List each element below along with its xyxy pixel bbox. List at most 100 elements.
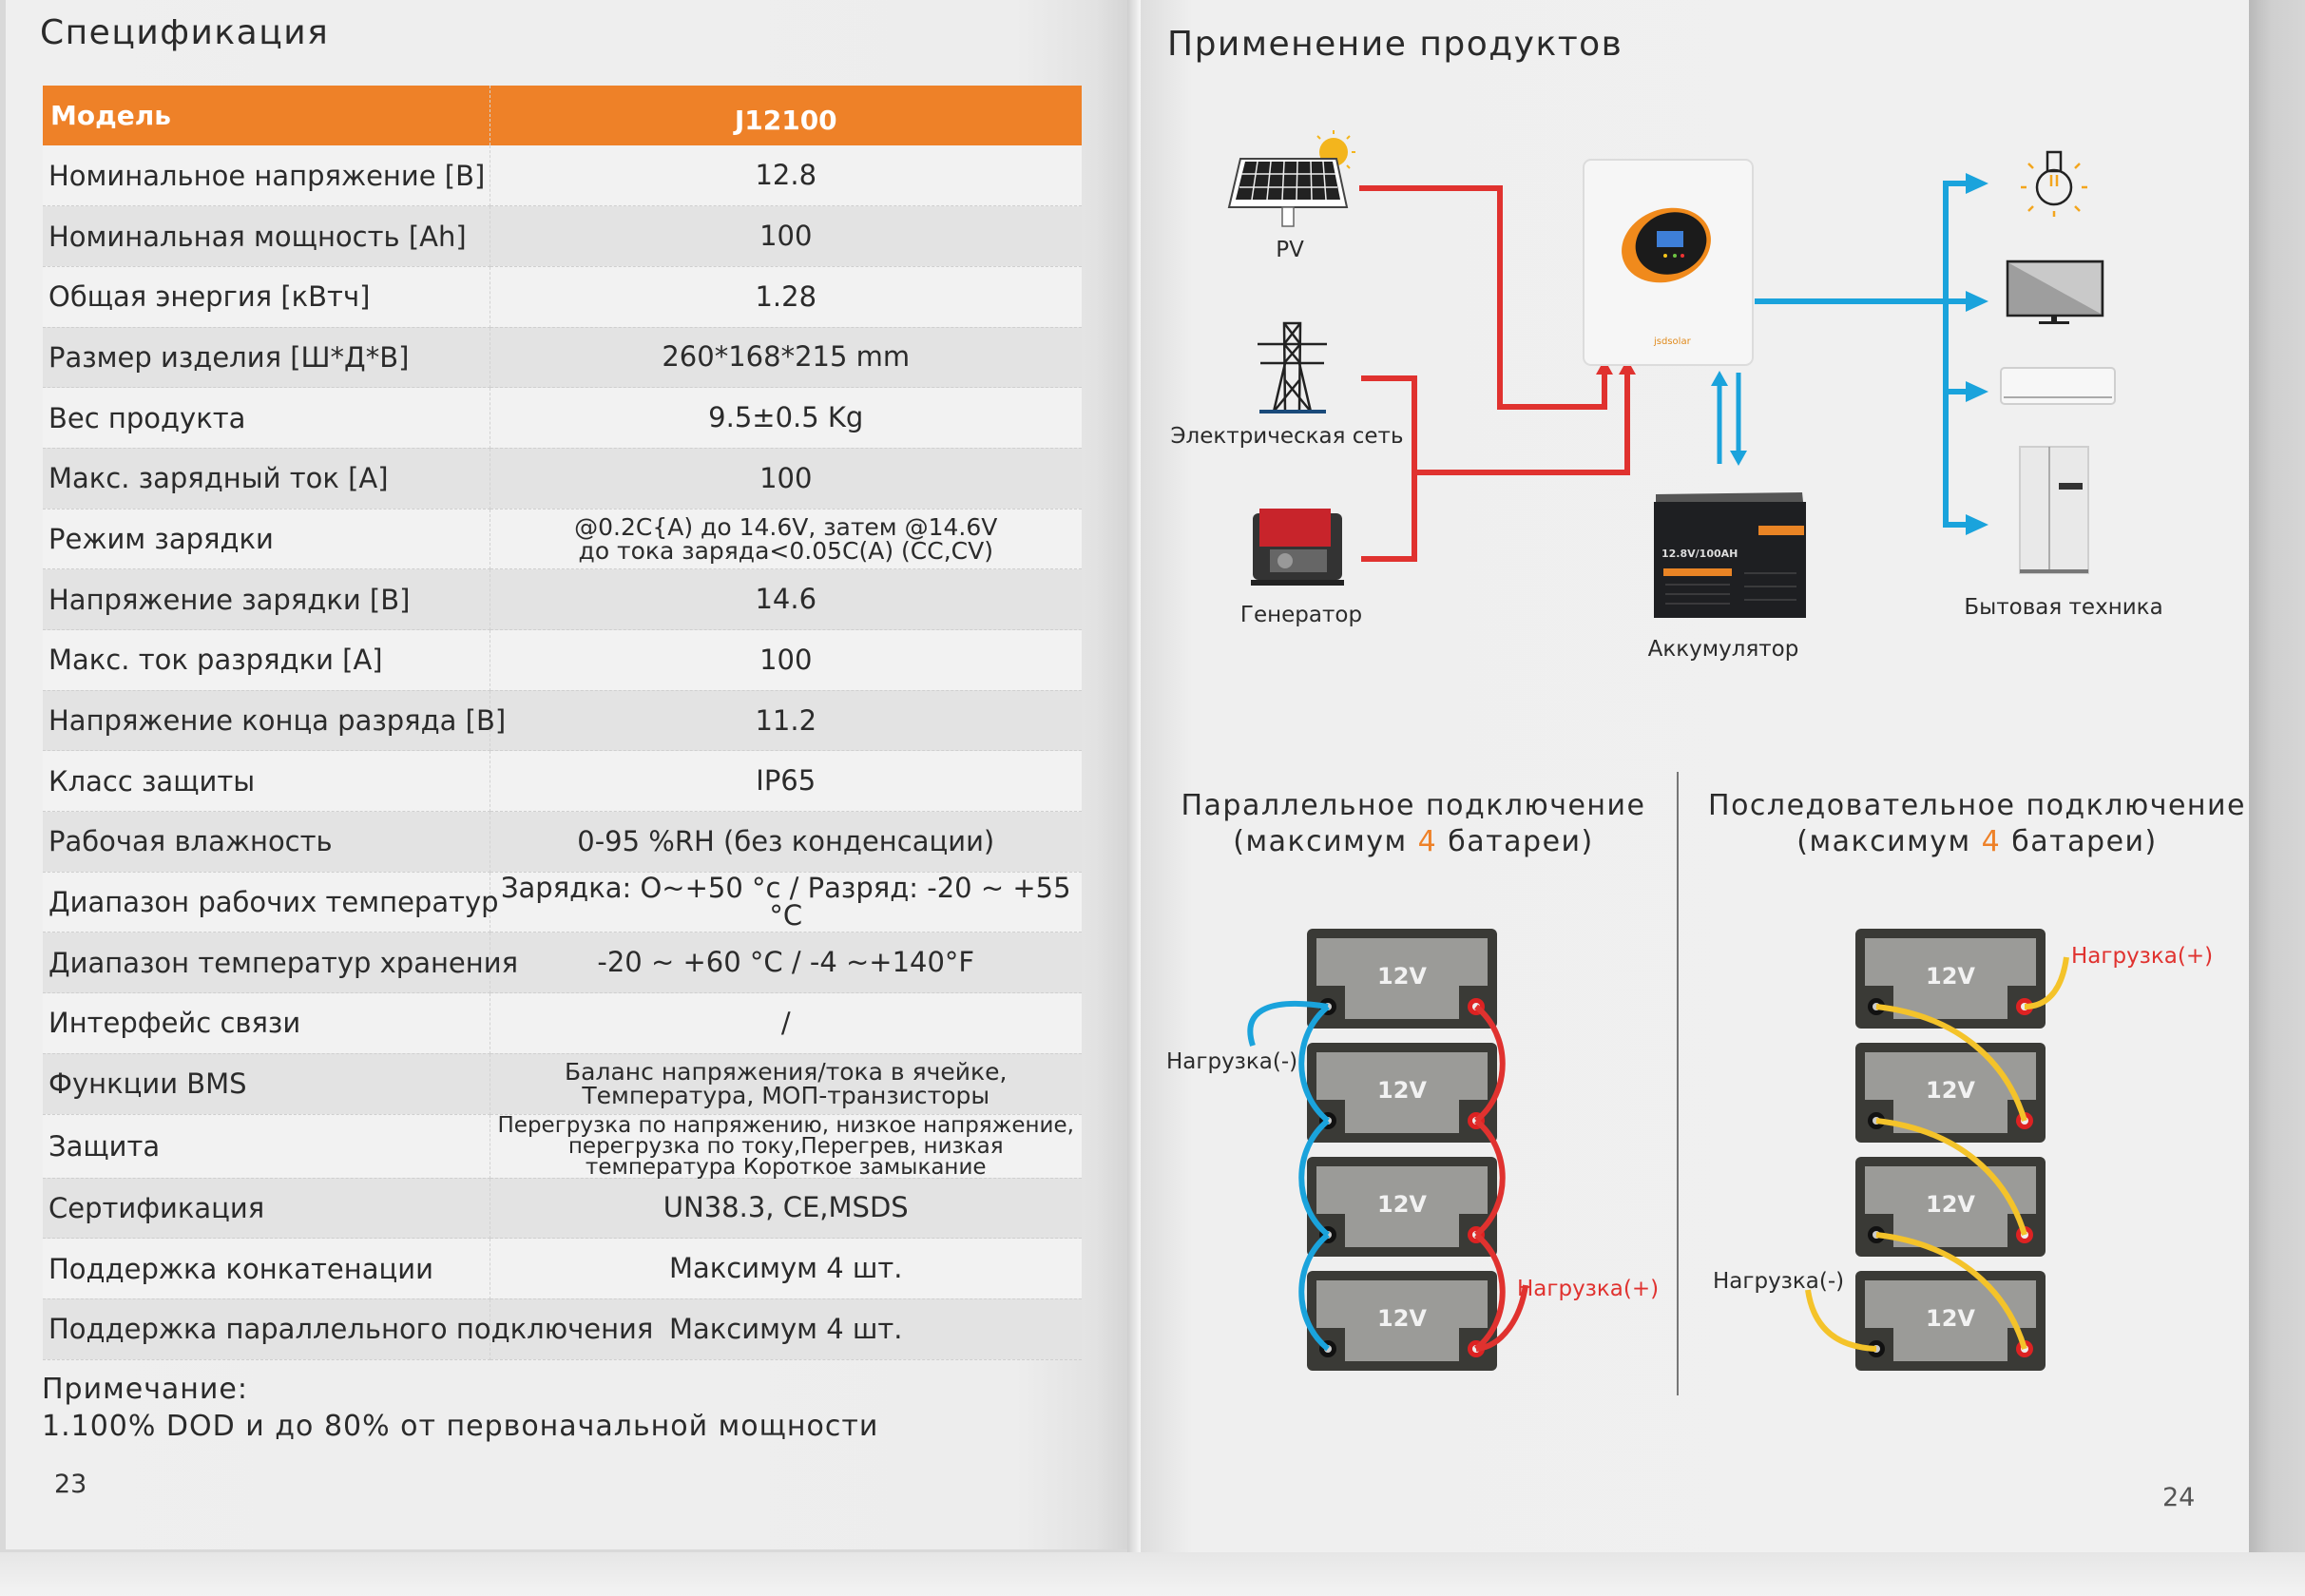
table-row: Общая энергия [кВтч]1.28 <box>43 266 1082 328</box>
spec-label: Общая энергия [кВтч] <box>43 266 490 328</box>
title-text: (максимум <box>1233 825 1418 858</box>
battery-voltage-label: 12V <box>1377 1191 1427 1218</box>
battery-icon: 12.8V/100AH <box>1654 492 1806 618</box>
header-label: Модель <box>43 86 490 145</box>
spec-label: Диапазон рабочих температур <box>43 872 499 933</box>
spec-label: Номинальное напряжение [В] <box>43 145 490 207</box>
battery-12v: 12V <box>1855 1043 2046 1143</box>
battery-12v: 12V <box>1307 1157 1497 1257</box>
battery-voltage-label: 12V <box>1926 1077 1975 1104</box>
series-title-line2: (максимум 4 батареи) <box>1708 824 2246 860</box>
spec-label: Защита <box>43 1114 490 1179</box>
spec-title: Спецификация <box>40 13 330 52</box>
parallel-title: Параллельное подключение (максимум 4 бат… <box>1181 788 1645 860</box>
table-row: Диапазон температур хранения-20 ~ +60 °C… <box>43 932 1082 994</box>
spec-table: Модель J12100 Номинальное напряжение [В]… <box>43 86 1082 1360</box>
spec-value: 100 <box>490 629 1082 691</box>
spec-value: 100 <box>490 448 1082 510</box>
title-text: батареи) <box>1437 825 1594 858</box>
arrow-right-icon <box>1966 291 1988 312</box>
note-label: Примечание: <box>42 1373 248 1406</box>
parallel-negative-wire <box>1247 1000 1330 1352</box>
spec-value: UN38.3, CE,MSDS <box>490 1178 1082 1240</box>
battery-voltage-label: 12V <box>1926 1305 1975 1332</box>
spec-label: Макс. ток разрядки [A] <box>43 629 490 691</box>
spec-value: 9.5±0.5 Kg <box>490 387 1082 449</box>
spec-value-line: температура Короткое замыкание <box>585 1154 987 1180</box>
book-gutter <box>1127 0 1141 1552</box>
spec-value: 11.2 <box>490 690 1082 752</box>
spec-label: Поддержка конкатенации <box>43 1238 490 1299</box>
arrow-right-icon <box>1966 381 1988 402</box>
table-header-row: Модель J12100 <box>43 86 1082 145</box>
table-row: Макс. ток разрядки [A]100 <box>43 629 1082 691</box>
battery-12v: 12V <box>1307 1043 1497 1143</box>
application-title: Применение продуктов <box>1167 25 1623 64</box>
spec-value: Перегрузка по напряжению, низкое напряже… <box>490 1112 1082 1180</box>
page-edge-shadow <box>2249 0 2305 1596</box>
spec-value-line: Баланс напряжения/тока в ячейке, <box>565 1058 1008 1086</box>
spec-value: Зарядка: O~+50 °c / Разряд: -20 ~ +55 °C <box>490 872 1082 933</box>
grid-label: Электрическая сеть <box>1170 424 1404 449</box>
max-count: 4 <box>1981 825 2002 858</box>
parallel-load-plus-label: Нагрузка(+) <box>1517 1277 1660 1301</box>
output-bus <box>1943 181 1969 528</box>
title-text: (максимум <box>1796 825 1982 858</box>
output-wires <box>1755 181 1969 528</box>
power-tower-icon <box>1258 321 1327 413</box>
table-row: Макс. зарядный ток [A]100 <box>43 448 1082 510</box>
series-connection-diagram: 12V 12V 12V 12V <box>1805 929 2069 1371</box>
spec-value: 0-95 %RH (без конденсации) <box>490 811 1082 873</box>
battery-voltage-label: 12V <box>1926 1191 1975 1218</box>
spec-value: / <box>490 992 1082 1054</box>
parallel-load-minus-label: Нагрузка(-) <box>1166 1049 1298 1074</box>
table-row: Напряжение конца разряда [В]11.2 <box>43 690 1082 752</box>
page-number-left: 23 <box>54 1470 87 1499</box>
spec-value: 1.28 <box>490 266 1082 328</box>
series-load-minus-label: Нагрузка(-) <box>1713 1269 1845 1294</box>
battery-voltage-label: 12V <box>1926 963 1975 990</box>
parallel-title-line2: (максимум 4 батареи) <box>1181 824 1645 860</box>
battery-12v: 12V <box>1307 929 1497 1029</box>
spec-value: 12.8 <box>490 145 1082 207</box>
table-row: Номинальная мощность [Ah]100 <box>43 205 1082 267</box>
spec-label: Сертификация <box>43 1178 490 1240</box>
header-model: J12100 <box>490 86 1082 145</box>
spec-value: 260*168*215 mm <box>490 327 1082 389</box>
spec-value-line: Перегрузка по напряжению, низкое напряже… <box>497 1112 1074 1138</box>
series-load-minus-wire <box>1805 1289 1877 1352</box>
series-load-plus-wire <box>2024 956 2069 1010</box>
battery-12v: 12V <box>1855 929 2046 1029</box>
battery-12v: 12V <box>1855 1271 2046 1371</box>
parallel-connection-diagram: 12V 12V 12V 12V <box>1247 929 1528 1371</box>
table-row: Режим зарядки@0.2C{A) до 14.6V, затем @1… <box>43 509 1082 570</box>
battery-12v: 12V <box>1855 1157 2046 1257</box>
battery-voltage-label: 12V <box>1377 1305 1427 1332</box>
spec-value: -20 ~ +60 °C / -4 ~+140°F <box>490 932 1082 994</box>
light-bulb-icon <box>2021 150 2087 217</box>
arrow-right-icon <box>1966 173 1988 194</box>
series-title-line1: Последовательное подключение <box>1708 789 2246 822</box>
input-wires <box>1359 185 1630 562</box>
spec-label: Вес продукта <box>43 387 490 449</box>
spec-value: 100 <box>490 205 1082 267</box>
pv-label: PV <box>1276 238 1304 262</box>
max-count: 4 <box>1417 825 1438 858</box>
battery-12v: 12V <box>1307 1271 1497 1371</box>
spec-value-line: Температура, МОП-транзисторы <box>582 1082 990 1110</box>
svg-text:jsdsolar: jsdsolar <box>1653 337 1692 347</box>
arrow-right-icon <box>1966 514 1988 535</box>
battery-label: Аккумулятор <box>1647 637 1799 662</box>
spec-value: Максимум 4 шт. <box>490 1298 1082 1360</box>
pv-wire <box>1359 185 1607 410</box>
spec-label: Интерфейс связи <box>43 992 490 1054</box>
